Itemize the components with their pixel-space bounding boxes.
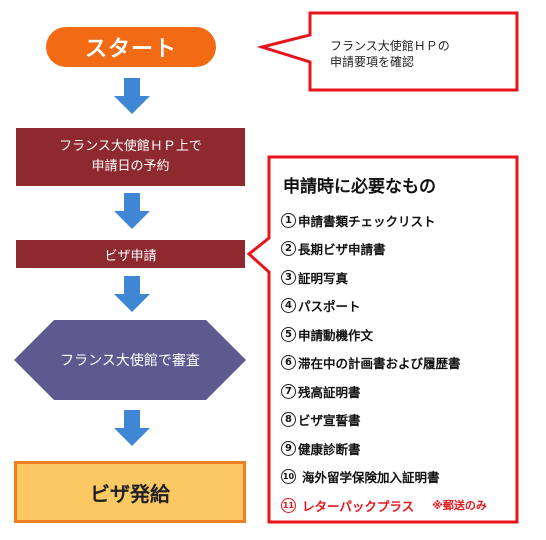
visa-application-step: ビザ申請	[16, 240, 245, 268]
note-text: フランス大使館ＨＰの 申請要項を確認	[330, 38, 490, 70]
down-arrow-1	[114, 78, 150, 114]
number-badge: 3	[281, 269, 296, 285]
requirement-label: 長期ビザ申請書	[298, 242, 386, 258]
requirements-callout	[246, 155, 519, 524]
number-badge: 2	[281, 241, 296, 257]
note-line2: 申請要項を確認	[330, 55, 415, 69]
requirement-label: 申請書類チェックリスト	[298, 213, 436, 229]
requirement-label: 滞在中の計画書および履歴書	[298, 356, 461, 372]
requirement-label: ビザ宣誓書	[298, 413, 361, 429]
number-badge: 6	[281, 355, 296, 371]
visa-issue-step: ビザ発給	[14, 461, 246, 523]
number-badge: 7	[281, 383, 296, 399]
note-line1: フランス大使館ＨＰの	[330, 39, 450, 53]
down-arrow-4	[114, 410, 150, 446]
number-badge: 4	[281, 298, 296, 314]
down-arrow-3	[114, 276, 150, 312]
requirement-label: 海外留学保険加入証明書	[302, 470, 440, 486]
number-badge: 10	[281, 469, 296, 485]
requirement-label: 証明写真	[298, 270, 349, 286]
requirement-item-postal: 11 レターパックプラス ※郵送のみ	[281, 491, 521, 520]
review-step-label: フランス大使館で審査	[60, 353, 200, 369]
requirement-item: 10 海外留学保険加入証明書	[281, 463, 521, 492]
requirement-label: 残高証明書	[298, 384, 361, 400]
requirement-label: 健康診断書	[298, 441, 361, 457]
requirements-title: 申請時に必要なもの	[283, 177, 436, 197]
number-badge: 1	[281, 212, 296, 228]
down-arrow-2	[114, 193, 150, 229]
requirement-label: パスポート	[298, 299, 361, 315]
number-badge: 9	[281, 440, 296, 456]
reserve-step-line1: フランス大使館ＨＰ上で	[59, 139, 202, 154]
reserve-step: フランス大使館ＨＰ上で 申請日の予約	[16, 128, 245, 186]
note-callout	[256, 11, 519, 92]
requirement-label: 申請動機作文	[298, 327, 374, 343]
start-step: スタート	[46, 27, 216, 67]
number-badge: 11	[281, 497, 296, 513]
number-badge: 8	[281, 412, 296, 428]
postal-only-note: ※郵送のみ	[432, 499, 487, 513]
number-badge: 5	[281, 326, 296, 342]
requirement-label: レターパックプラス	[302, 498, 415, 514]
reserve-step-line2: 申請日の予約	[91, 159, 170, 174]
review-hexagon	[14, 320, 246, 400]
